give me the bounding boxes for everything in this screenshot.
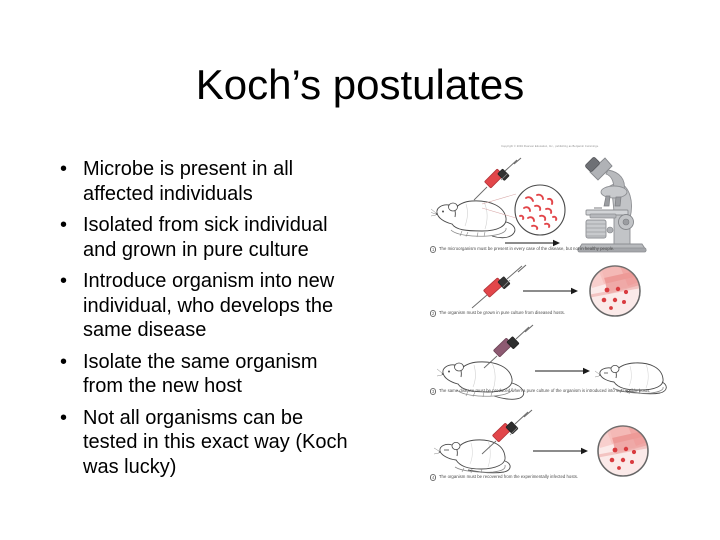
list-item: • Isolate the same organism from the new… (55, 350, 355, 399)
list-item-label: Isolated from sick individual and grown … (83, 214, 328, 261)
figure-panel-1: 1 The microorganism must be present in e… (424, 154, 672, 258)
syringe-icon (471, 264, 527, 309)
syringe-icon (483, 324, 534, 369)
figure-panel-3: 3 The same disease must be produced when… (424, 324, 672, 412)
bullet-marker-icon: • (60, 214, 68, 236)
arrow-right-icon (523, 287, 578, 295)
petri-dish-icon (597, 425, 649, 477)
petri-dish-icon (589, 265, 641, 317)
panel-caption-text: The organism must be recovered from the … (438, 474, 579, 479)
arrow-right-icon (505, 239, 560, 247)
panel-2-caption: 2 The organism must be grown in pure cul… (430, 310, 668, 317)
mouse-with-syringe-icon (430, 200, 516, 239)
list-item: • Not all organisms can be tested in thi… (55, 406, 355, 480)
figure-panel-4: 4 The organism must be recovered from th… (424, 409, 672, 494)
bullet-marker-icon: • (60, 406, 68, 429)
syringe-icon (481, 409, 533, 455)
bacteria-field-of-view-icon (514, 184, 566, 236)
syringe-icon (473, 157, 522, 201)
list-item-label: Not all organisms can be tested in this … (83, 406, 348, 478)
bullet-marker-icon: • (60, 158, 68, 180)
bullet-marker-icon: • (60, 270, 68, 292)
list-item-label: Microbe is present in all affected indiv… (83, 158, 294, 205)
panel-caption-text: The organism must be grown in pure cultu… (438, 310, 566, 315)
panel-caption-text: The microorganism must be present in eve… (438, 246, 615, 251)
sick-mouse-with-syringe-icon (433, 439, 511, 474)
panel-4-caption: 4 The organism must be recovered from th… (430, 474, 668, 481)
sick-mouse-icon (594, 362, 667, 395)
callout-lines-icon (481, 193, 517, 219)
panel-number-badge: 3 (430, 388, 437, 395)
panel-number-badge: 2 (430, 310, 437, 317)
arrow-right-icon (533, 447, 588, 455)
kochs-postulates-figure: Copyright © 2004 Pearson Education, Inc.… (424, 144, 672, 496)
page-title: Koch’s postulates (195, 61, 525, 108)
panel-caption-text: The same disease must be produced when a… (438, 388, 651, 393)
list-item: • Isolated from sick individual and grow… (55, 213, 355, 262)
figure-credit-line: Copyright © 2004 Pearson Education, Inc.… (501, 144, 599, 149)
list-item-label: Introduce organism into new individual, … (83, 270, 335, 341)
panel-number-badge: 4 (430, 474, 437, 481)
figure-panel-2: 2 The organism must be grown in pure cul… (424, 258, 672, 332)
list-item: • Microbe is present in all affected ind… (55, 157, 355, 206)
panel-3-caption: 3 The same disease must be produced when… (430, 388, 668, 395)
list-item: • Introduce organism into new individual… (55, 269, 355, 343)
panel-1-caption: 1 The microorganism must be present in e… (430, 246, 668, 253)
list-item-label: Isolate the same organism from the new h… (83, 350, 318, 398)
bullet-list: • Microbe is present in all affected ind… (55, 157, 355, 486)
bullet-marker-icon: • (60, 350, 68, 373)
arrow-right-icon (535, 367, 590, 375)
microscope-icon (577, 157, 647, 253)
panel-number-badge: 1 (430, 246, 437, 253)
mouse-with-syringe-icon (436, 361, 525, 400)
